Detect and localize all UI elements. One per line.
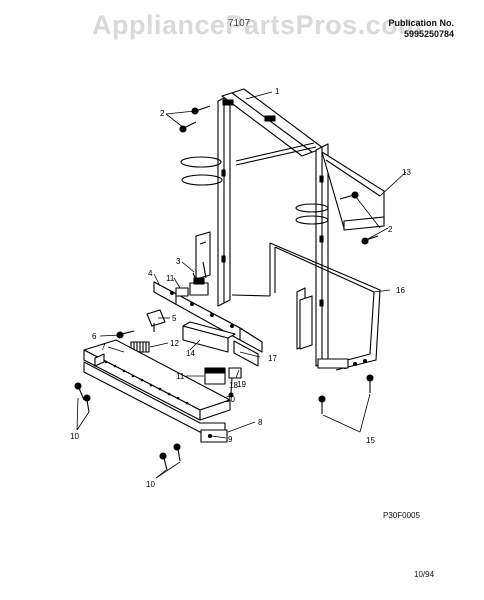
support-bracket (321, 151, 385, 231)
callout-16: 16 (396, 286, 405, 295)
callout-3: 3 (176, 257, 181, 266)
callout-10-lower: 10 (146, 480, 155, 489)
publication-label: Publication No. (388, 18, 454, 28)
callout-10-upper: 10 (70, 432, 79, 441)
callout-19: 19 (237, 380, 246, 389)
console-panel (83, 339, 231, 421)
callout-20: 20 (226, 395, 235, 404)
drawing-code: P30F0005 (383, 511, 420, 520)
date-code: 10/94 (414, 570, 435, 579)
publication-number: 5995250784 (403, 29, 454, 39)
callout-18: 18 (229, 381, 238, 390)
callout-17: 17 (268, 354, 277, 363)
callout-1: 1 (275, 87, 280, 96)
screws (74, 105, 379, 471)
callout-2-right: 2 (388, 225, 393, 234)
frame-assembly (217, 88, 329, 367)
callout-9: 9 (228, 435, 233, 444)
callout-15: 15 (366, 436, 375, 445)
leader-lines (76, 91, 407, 479)
callout-5: 5 (172, 314, 177, 323)
callout-4: 4 (148, 269, 153, 278)
callout-11-lower: 11 (176, 372, 185, 381)
model-label: 7107 (228, 18, 251, 29)
callout-11-upper: 11 (166, 274, 175, 283)
callout-8: 8 (258, 418, 263, 427)
callout-labels: 1 2 2 3 4 5 6 7 8 9 10 10 11 11 12 13 14… (70, 87, 411, 489)
callout-13: 13 (402, 168, 411, 177)
callout-6: 6 (92, 332, 97, 341)
callout-7: 7 (101, 343, 106, 352)
callout-14: 14 (186, 349, 195, 358)
site-watermark: AppliancePartsPros.com (92, 10, 423, 40)
callout-12: 12 (170, 339, 179, 348)
lower-frame (231, 242, 381, 371)
callout-2-left: 2 (160, 109, 165, 118)
